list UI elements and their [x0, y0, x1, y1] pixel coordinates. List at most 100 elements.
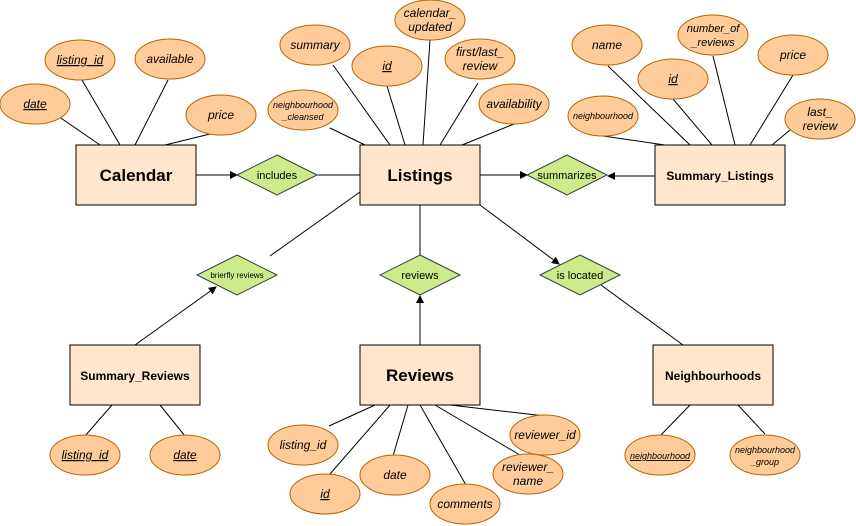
attribute-rv-listing-id[interactable]: listing_id — [267, 424, 339, 466]
attribute-rv-reviewer-name[interactable]: reviewer_ name — [492, 453, 564, 495]
entity-calendar-label: Calendar — [100, 166, 173, 185]
relationship-is-located-label: is located — [557, 270, 603, 282]
connector-rv-reviewer-name — [434, 404, 521, 456]
attribute-calendar-price[interactable]: price — [185, 94, 257, 136]
attribute-calendar-available-label: available — [146, 52, 194, 66]
attribute-nb-neighbourhood-group[interactable]: neighbourhood _group — [729, 434, 801, 476]
connector-sl-price — [749, 74, 794, 146]
relationship-includes[interactable]: includes — [235, 154, 319, 196]
connector-sr-date — [159, 404, 186, 437]
attribute-sl-last-review-label-2: review — [803, 119, 839, 133]
attribute-listings-availability-label: availability — [486, 97, 542, 111]
attribute-rv-reviewer-id[interactable]: reviewer_id — [509, 414, 581, 456]
attribute-sl-price-label: price — [779, 48, 806, 62]
attribute-listings-id[interactable]: id — [351, 45, 423, 87]
attribute-rv-id-label: id — [320, 487, 330, 501]
attribute-listings-calendar-updated-label-2: updated — [408, 20, 452, 34]
connector-calendar-available — [134, 79, 169, 146]
relationship-summarizes[interactable]: summarizes — [525, 154, 609, 196]
attribute-sl-id[interactable]: id — [637, 58, 709, 100]
connector-listings-id — [386, 85, 406, 146]
connector-rv-date — [392, 404, 409, 457]
connector-listings-summary — [332, 64, 391, 146]
entity-neighbourhoods-label: Neighbourhoods — [665, 369, 761, 383]
connector-calendar-date — [54, 113, 101, 146]
attribute-calendar-listing-id-label: listing_id — [57, 53, 104, 67]
entity-neighbourhoods[interactable]: Neighbourhoods — [652, 344, 774, 406]
connector-sl-id — [672, 98, 713, 146]
entity-summary-listings-label: Summary_Listings — [666, 169, 774, 183]
connector-is-located-neighbourhoods — [600, 284, 684, 346]
relationship-briefly-reviews-label: brierfly reviews — [210, 271, 263, 280]
attribute-sl-price[interactable]: price — [757, 34, 829, 76]
connector-listings-neighbourhood-cleansed — [329, 127, 366, 146]
entity-calendar[interactable]: Calendar — [75, 144, 197, 206]
attribute-nb-neighbourhood-group-label-1: neighbourhood — [735, 445, 796, 455]
attribute-listings-neighbourhood-cleansed-label-1: neighbourhood — [273, 100, 334, 110]
connector-listings-availability — [461, 123, 515, 146]
connector-calendar-listing-id — [81, 79, 121, 146]
connector-nb-neighbourhood — [659, 404, 691, 437]
entity-summary-reviews-label: Summary_Reviews — [80, 369, 190, 383]
attribute-nb-neighbourhood-group-label-2: _group — [750, 457, 779, 467]
attribute-sl-id-label: id — [668, 72, 678, 86]
connector-listings-first-last-review — [439, 82, 479, 146]
attribute-listings-summary[interactable]: summary — [279, 24, 351, 66]
connector-rv-listing-id — [328, 404, 376, 427]
attribute-listings-calendar-updated[interactable]: calendar_ updated — [394, 0, 466, 41]
connector-sl-last-review — [771, 129, 791, 146]
attribute-sl-name-label: name — [592, 38, 622, 52]
attribute-sl-last-review-label-1: last_ — [807, 105, 832, 119]
connector-rv-comments — [419, 404, 467, 486]
attribute-nb-neighbourhood[interactable]: neighbourhood — [624, 434, 696, 476]
attribute-listings-neighbourhood-cleansed[interactable]: neighbourhood _cleansed — [267, 89, 339, 131]
attribute-sl-number-of-reviews[interactable]: number_of _reviews — [677, 14, 749, 56]
connector-summary-reviews-briefly-reviews — [134, 286, 217, 346]
connector-sl-number-of-reviews — [712, 55, 736, 146]
relationship-is-located[interactable]: is located — [538, 254, 622, 296]
relationship-briefly-reviews[interactable]: brierfly reviews — [195, 254, 279, 296]
attribute-sl-neighbourhood-label: neighbourhood — [573, 111, 634, 121]
attribute-sl-last-review[interactable]: last_ review — [784, 98, 856, 140]
relationship-reviews[interactable]: reviews — [378, 254, 462, 296]
attribute-listings-first-last-review-label-1: first/last_ — [456, 45, 504, 59]
attribute-calendar-listing-id[interactable]: listing_id — [44, 39, 116, 81]
attribute-rv-comments-label: comments — [437, 497, 492, 511]
attribute-sl-name[interactable]: name — [571, 24, 643, 66]
relationship-reviews-label: reviews — [401, 270, 439, 282]
entity-summary-listings[interactable]: Summary_Listings — [654, 144, 786, 206]
attribute-rv-date[interactable]: date — [359, 454, 431, 496]
attribute-sl-neighbourhood[interactable]: neighbourhood — [567, 95, 639, 137]
attribute-sr-listing-id-label: listing_id — [62, 448, 109, 462]
entity-reviews[interactable]: Reviews — [359, 344, 481, 406]
attribute-rv-reviewer-name-label-1: reviewer_ — [502, 460, 554, 474]
attribute-listings-id-label: id — [382, 59, 392, 73]
relationship-summarizes-label: summarizes — [537, 170, 597, 182]
attribute-listings-first-last-review-label-2: review — [463, 59, 499, 73]
attribute-calendar-date-label: date — [23, 97, 47, 111]
attribute-rv-reviewer-id-label: reviewer_id — [514, 428, 576, 442]
attribute-sr-date-label: date — [173, 448, 197, 462]
attribute-listings-calendar-updated-label-1: calendar_ — [404, 6, 457, 20]
attribute-nb-neighbourhood-label: neighbourhood — [630, 451, 691, 461]
connector-rv-id — [329, 404, 391, 475]
attribute-calendar-price-label: price — [207, 108, 234, 122]
entity-listings[interactable]: Listings — [359, 144, 481, 206]
attribute-calendar-date[interactable]: date — [0, 83, 71, 125]
entity-listings-label: Listings — [387, 166, 452, 185]
entity-reviews-label: Reviews — [386, 366, 454, 385]
attribute-listings-availability[interactable]: availability — [478, 83, 550, 125]
attribute-listings-summary-label: summary — [290, 38, 340, 52]
attribute-sr-listing-id[interactable]: listing_id — [49, 434, 121, 476]
connector-listings-briefly-reviews — [269, 191, 361, 257]
attribute-rv-comments[interactable]: comments — [429, 483, 501, 525]
attribute-listings-first-last-review[interactable]: first/last_ review — [444, 38, 516, 80]
entity-summary-reviews[interactable]: Summary_Reviews — [69, 344, 201, 406]
attribute-sr-date[interactable]: date — [149, 434, 221, 476]
connectors — [54, 39, 794, 486]
connector-sr-listing-id — [84, 404, 113, 437]
attribute-calendar-available[interactable]: available — [134, 38, 206, 80]
attribute-rv-id[interactable]: id — [289, 473, 361, 515]
